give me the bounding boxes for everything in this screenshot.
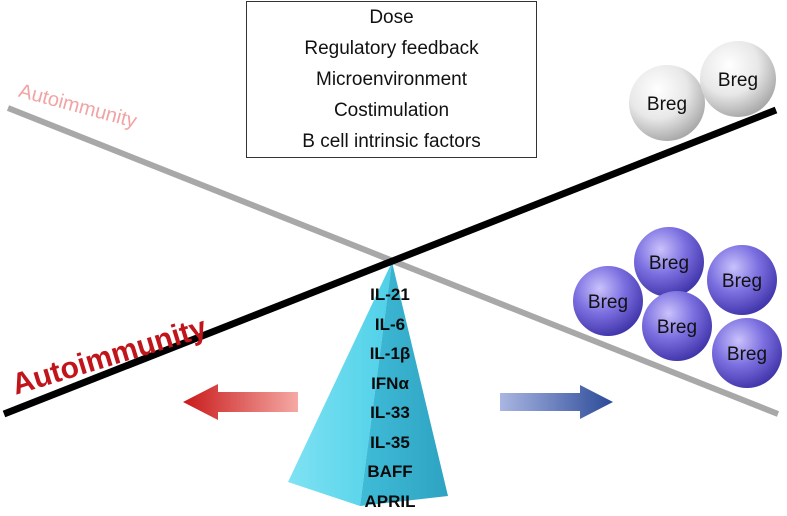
svg-text:Breg: Breg — [718, 70, 758, 91]
svg-text:Breg: Breg — [588, 292, 628, 313]
svg-text:Breg: Breg — [657, 317, 697, 338]
breg-cell-white: Breg — [700, 41, 776, 117]
breg-cell-blue: Breg — [573, 266, 643, 336]
breg-cell-blue: Breg — [634, 227, 704, 297]
breg-cell-blue: Breg — [707, 245, 777, 315]
svg-text:Breg: Breg — [722, 271, 762, 292]
breg-cell-blue: Breg — [712, 318, 782, 388]
cytokine-april: APRIL — [365, 487, 416, 516]
factor-costimulation: Costimulation — [334, 95, 449, 126]
cytokine-il1b: IL-1β — [370, 339, 411, 369]
breg-cell-white: Breg — [629, 65, 705, 141]
cytokine-il35: IL-35 — [370, 428, 410, 458]
factor-b-cell-intrinsic: B cell intrinsic factors — [302, 126, 480, 157]
modulating-factors-box: Dose Regulatory feedback Microenvironmen… — [246, 1, 537, 158]
cytokine-il6: IL-6 — [375, 310, 405, 340]
breg-cell-blue: Breg — [642, 291, 712, 361]
svg-text:Breg: Breg — [727, 344, 767, 365]
cytokine-ifna: IFNα — [371, 369, 409, 399]
cytokine-il33: IL-33 — [370, 398, 410, 428]
factor-microenvironment: Microenvironment — [316, 64, 467, 95]
right-arrow-icon — [500, 385, 613, 419]
factor-dose: Dose — [369, 2, 413, 33]
svg-text:Breg: Breg — [647, 94, 687, 115]
svg-text:Breg: Breg — [649, 253, 689, 274]
cytokine-il21: IL-21 — [370, 280, 410, 310]
cytokine-list: IL-21 IL-6 IL-1β IFNα IL-33 IL-35 BAFF A… — [340, 280, 440, 516]
factor-regulatory-feedback: Regulatory feedback — [304, 33, 478, 64]
cytokine-baff: BAFF — [367, 457, 412, 487]
left-arrow-icon — [183, 384, 298, 420]
